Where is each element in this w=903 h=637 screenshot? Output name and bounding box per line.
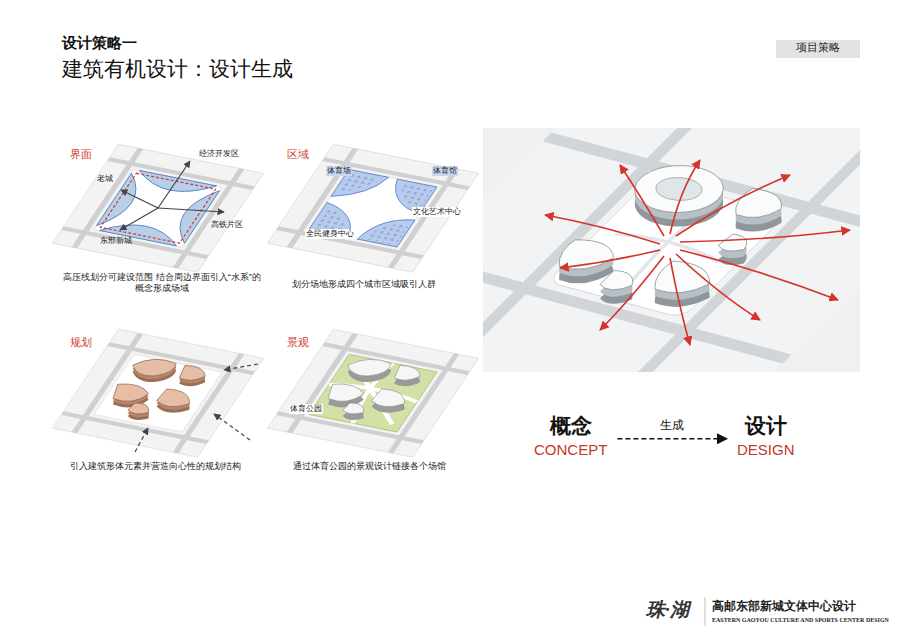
illustration-path xyxy=(97,173,150,229)
site-rendering xyxy=(483,128,860,372)
map-label: 全民健身中心 xyxy=(305,229,355,239)
illustration-path xyxy=(680,250,838,300)
node-title: 项目策略 xyxy=(776,40,860,54)
map-label: 体育馆 xyxy=(432,166,458,176)
illustration-use xyxy=(267,329,478,457)
illustration-g xyxy=(542,156,799,309)
panel-heading: 区域 xyxy=(287,148,309,162)
illustration-g xyxy=(135,364,258,452)
illustration-g xyxy=(545,160,850,345)
illustration-path xyxy=(600,256,664,330)
panel-interface xyxy=(52,144,263,272)
illustration-line xyxy=(158,161,190,208)
illustration-path xyxy=(676,175,790,236)
illustration-path xyxy=(167,187,220,243)
illustration-g xyxy=(317,355,427,423)
illustration-path xyxy=(357,212,415,247)
illustration-g xyxy=(102,355,212,423)
panel-heading: 景观 xyxy=(287,336,309,350)
illustration-path xyxy=(100,219,185,246)
edge-label: 生成 xyxy=(658,418,686,433)
panel-heading: 规划 xyxy=(70,336,92,350)
illustration-g xyxy=(52,329,263,457)
illustration-path xyxy=(620,165,664,236)
logo-divider xyxy=(705,597,706,626)
panel-caption: 划分场地形成四个城市区域吸引人群 xyxy=(292,279,436,290)
project-name-english: EASTERN GAOYOU CULTURE AND SPORTS CENTER… xyxy=(712,617,889,625)
illustration-rect xyxy=(483,128,860,372)
panel-caption: 引入建筑形体元素并营造向心性的规划结构 xyxy=(70,461,241,472)
design-group: 设计DESIGN xyxy=(733,410,799,462)
project-name: 高邮东部新城文体中心设计 xyxy=(712,599,856,614)
map-label: 文化艺术中心 xyxy=(412,207,462,217)
node-subtitle: CONCEPT xyxy=(534,439,607,460)
illustration-path xyxy=(389,182,434,209)
illustration-use xyxy=(52,144,263,272)
illustration-use xyxy=(267,144,478,272)
map-label: 经济开发区 xyxy=(199,149,239,159)
illustration-line xyxy=(158,208,224,212)
illustration-g xyxy=(542,156,799,309)
map-label: 体育场 xyxy=(326,166,352,176)
illustration-line xyxy=(224,364,258,370)
illustration-path xyxy=(365,218,410,245)
illustration-line xyxy=(121,190,158,208)
illustration-path xyxy=(680,230,850,242)
illustration-use xyxy=(542,156,799,309)
node-title: 概念 xyxy=(534,412,607,439)
concept-group: 概念CONCEPT xyxy=(530,410,611,462)
panel-planning xyxy=(52,329,263,457)
panel-heading: 界面 xyxy=(70,148,92,162)
illustration-path xyxy=(545,215,660,244)
node-subtitle: DESIGN xyxy=(737,439,795,460)
logo-mark: 珠·湖 xyxy=(646,598,689,622)
panel-caption: 通过体育公园的景观设计链接各个场馆 xyxy=(293,461,446,472)
illustration-use xyxy=(52,329,263,457)
illustration-path xyxy=(670,160,700,234)
illustration-path xyxy=(483,128,860,372)
map-label: 体育公园 xyxy=(289,404,323,414)
illustration-g xyxy=(52,144,263,272)
illustration-g xyxy=(102,355,212,423)
node-title: 设计 xyxy=(737,412,795,439)
illustration-use xyxy=(102,355,212,423)
illustration-g xyxy=(267,144,478,272)
illustration-line xyxy=(120,208,158,230)
illustration-g xyxy=(267,329,478,457)
map-label: 高铁片区 xyxy=(211,220,243,230)
illustration-g xyxy=(120,161,224,230)
illustration-rect xyxy=(309,354,437,432)
illustration-path xyxy=(676,254,760,320)
panel-caption: 高压线划分可建设范围 结合周边界面引入“水系”的概念形成场域 xyxy=(62,272,262,295)
illustration-path xyxy=(560,250,660,268)
page-title: 设计策略一 xyxy=(62,34,137,53)
illustration-ellipse xyxy=(648,173,710,204)
illustration-g xyxy=(317,355,427,423)
section-tag: 项目策略 xyxy=(776,40,860,58)
illustration-path xyxy=(309,354,437,432)
map-label: 东部新城 xyxy=(100,236,132,246)
map-label: 老城 xyxy=(97,174,113,184)
panel-zones xyxy=(267,144,478,272)
illustration-use xyxy=(317,355,427,423)
illustration-line xyxy=(135,428,148,452)
illustration-line xyxy=(214,414,250,440)
illustration-path xyxy=(670,258,690,345)
generation-arrow xyxy=(617,438,727,440)
panel-landscape xyxy=(267,329,478,457)
illustration-g xyxy=(483,128,860,372)
subtitle: 建筑有机设计：设计生成 xyxy=(62,56,293,82)
